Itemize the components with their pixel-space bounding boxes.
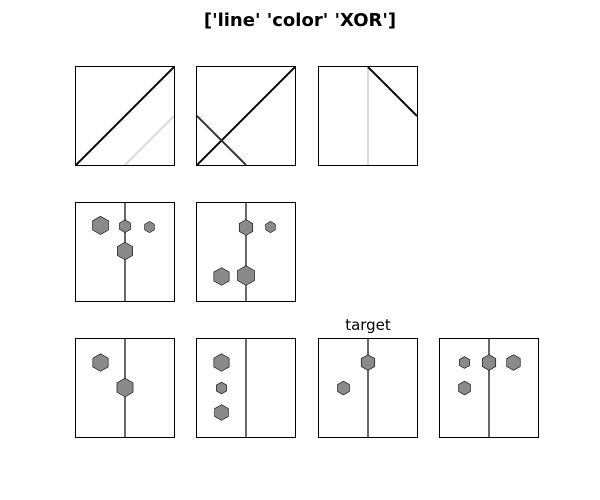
line-diagonal-cross [197, 115, 247, 165]
panel-r3-c3-drawing [337, 339, 376, 437]
hexagon-shape [119, 219, 131, 233]
panel-r3-c4-drawing [458, 339, 521, 437]
hexagon-shape [265, 221, 276, 234]
panel-label-target: target [345, 316, 391, 334]
hexagon-shape [213, 267, 230, 286]
hexagon-shape [337, 380, 350, 396]
panel-r1-c3-drawing [367, 67, 417, 165]
hexagon-shape [92, 215, 109, 235]
panel-r1-c1-drawing [76, 67, 174, 165]
line-diagonal [197, 67, 295, 165]
panel-r3-c2 [196, 338, 296, 438]
panel-r3-c1-drawing [92, 339, 134, 437]
panel-r2-c1-drawing [92, 203, 155, 301]
figure-title: ['line' 'color' 'XOR'] [203, 10, 397, 31]
hexagon-shape [360, 354, 376, 371]
line-diagonal-down [367, 67, 417, 117]
hexagon-shape [144, 221, 155, 234]
hexagon-shape [238, 219, 254, 236]
panel-r3-c4 [439, 338, 539, 438]
hexagon-shape [459, 356, 470, 369]
hexagon-shape [214, 404, 229, 421]
panel-r1-c2-drawing [197, 67, 295, 165]
hexagon-shape [506, 354, 521, 371]
hexagon-shape [117, 241, 133, 261]
hexagon-shape [116, 377, 134, 398]
panel-r2-c2 [196, 202, 296, 302]
hexagon-shape [237, 265, 255, 286]
panel-r3-c3-target [318, 338, 418, 438]
panel-r2-c2-drawing [213, 203, 276, 301]
hexagon-shape [458, 380, 471, 396]
line-diagonal [76, 67, 174, 165]
line-diagonal-light [124, 115, 174, 165]
hexagon-shape [216, 381, 227, 395]
hexagon-shape [213, 353, 230, 372]
panel-r1-c2 [196, 66, 296, 166]
panel-r3-c1 [75, 338, 175, 438]
panel-r1-c3 [318, 66, 418, 166]
hexagon-shape [481, 354, 497, 371]
hexagon-shape [92, 353, 109, 372]
panel-r3-c2-drawing [213, 339, 247, 437]
panel-r2-c1 [75, 202, 175, 302]
panel-r1-c1 [75, 66, 175, 166]
